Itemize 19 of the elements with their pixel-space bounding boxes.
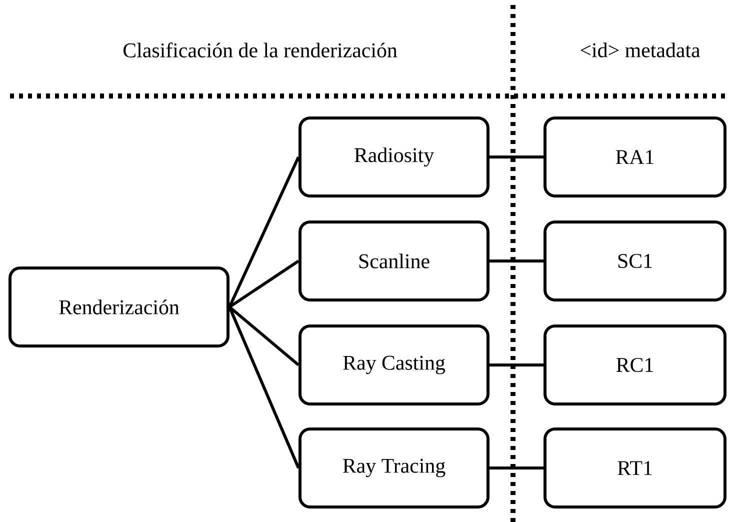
process-box: RC1 [544, 324, 726, 406]
process-box: SC1 [544, 220, 726, 302]
process-box: Renderización [8, 266, 230, 348]
connector-line [490, 364, 544, 366]
process-box: Radiosity [298, 116, 490, 198]
connector-line [490, 156, 544, 158]
connector-line [228, 306, 300, 469]
process-box: Ray Casting [298, 324, 490, 406]
process-box: RT1 [544, 428, 726, 508]
connector-line [490, 260, 544, 262]
process-box: Ray Tracing [298, 428, 490, 508]
connector-line [490, 466, 544, 470]
connector-line [228, 156, 300, 308]
process-box: RA1 [544, 116, 726, 198]
connector-line [228, 260, 300, 308]
connector-line [228, 306, 300, 366]
column-heading: Clasificación de la renderización [124, 42, 398, 58]
process-box: Scanline [298, 220, 490, 302]
column-heading: <id> metadata [580, 42, 700, 58]
